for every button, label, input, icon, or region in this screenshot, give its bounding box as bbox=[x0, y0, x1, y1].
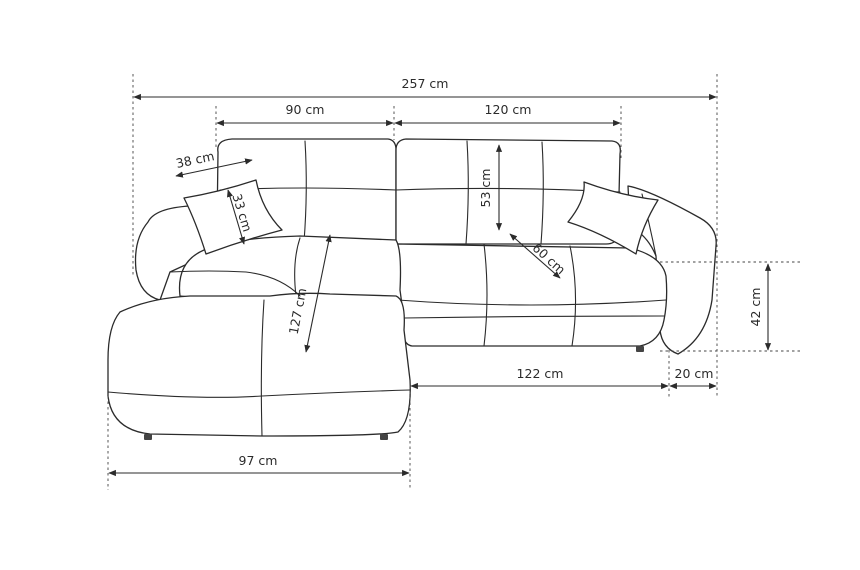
label-sofa-width: 122 cm bbox=[517, 366, 564, 381]
dimension-arrows bbox=[108, 93, 772, 477]
label-backrest-height: 53 cm bbox=[478, 169, 493, 208]
label-back-right: 120 cm bbox=[485, 102, 532, 117]
dim-arrow-pillow-height bbox=[227, 189, 245, 245]
label-armrest-width: 20 cm bbox=[675, 366, 714, 381]
label-seat-height: 42 cm bbox=[748, 288, 763, 327]
label-chaise-width: 97 cm bbox=[239, 453, 278, 468]
seat-main bbox=[395, 243, 668, 347]
dim-arrow-pillow-width bbox=[175, 158, 253, 178]
chaise bbox=[107, 292, 411, 437]
label-pillow-width: 38 cm bbox=[174, 148, 215, 171]
label-back-left: 90 cm bbox=[286, 102, 325, 117]
dim-arrow-chaise-length bbox=[304, 234, 332, 353]
extension-lines bbox=[107, 74, 800, 490]
sofa-drawing bbox=[107, 138, 717, 440]
pillow-right bbox=[567, 181, 659, 255]
dim-arrow-seat-depth bbox=[509, 233, 561, 279]
label-total-width: 257 cm bbox=[402, 76, 449, 91]
backrest-right bbox=[395, 138, 621, 245]
